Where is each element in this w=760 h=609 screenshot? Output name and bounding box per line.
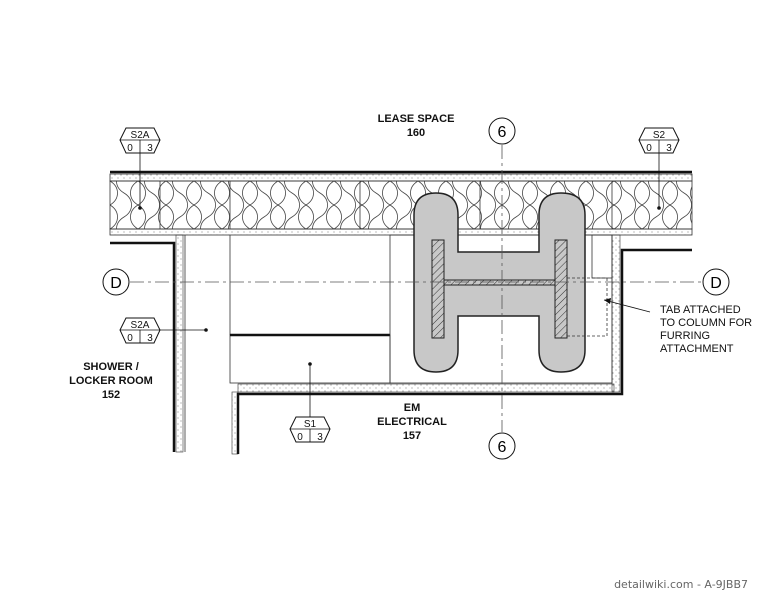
svg-text:S2: S2 [653, 130, 666, 141]
wall-electrical-heavy [236, 248, 692, 454]
wall-tag-s2a-top: S2A 0 3 [119, 127, 161, 210]
svg-text:TAB ATTACHED: TAB ATTACHED [660, 304, 741, 316]
gypsum-board-top [109, 173, 693, 182]
svg-text:6: 6 [498, 124, 507, 141]
svg-text:D: D [710, 275, 722, 292]
svg-text:3: 3 [147, 143, 153, 154]
svg-text:160: 160 [407, 127, 425, 139]
column-furring-right [591, 234, 613, 279]
svg-text:ELECTRICAL: ELECTRICAL [377, 416, 447, 428]
svg-text:EM: EM [404, 402, 421, 414]
svg-text:6: 6 [498, 439, 507, 456]
svg-text:SHOWER /: SHOWER / [83, 361, 139, 373]
svg-text:3: 3 [666, 143, 672, 154]
svg-text:3: 3 [147, 333, 153, 344]
watermark: detailwiki.com - A-9JBB7 [614, 578, 748, 591]
svg-text:152: 152 [102, 389, 120, 401]
tab-note-leader [603, 298, 651, 313]
grid-bubble-top: 6 [488, 117, 516, 145]
svg-text:ATTACHMENT: ATTACHMENT [660, 343, 734, 355]
svg-text:157: 157 [403, 430, 421, 442]
grid-bubble-bottom: 6 [488, 432, 516, 460]
grid-bubble-right: D [702, 268, 730, 296]
svg-text:S2A: S2A [131, 320, 150, 331]
column-enclosure [389, 234, 613, 384]
svg-text:TO COLUMN FOR: TO COLUMN FOR [660, 317, 752, 329]
room-label-electrical: EM ELECTRICAL 157 [377, 402, 447, 442]
svg-text:3: 3 [317, 432, 323, 443]
svg-text:S2A: S2A [131, 130, 150, 141]
svg-text:LOCKER ROOM: LOCKER ROOM [69, 375, 153, 387]
wall-electrical-board [237, 383, 615, 393]
svg-text:S1: S1 [304, 419, 317, 430]
wall-tag-s1: S1 0 3 [289, 362, 331, 443]
tab-note-text: TAB ATTACHED TO COLUMN FOR FURRING ATTAC… [660, 304, 752, 355]
room-label-lease-space: LEASE SPACE 160 [378, 113, 455, 139]
grid-bubble-left: D [102, 268, 130, 296]
gypsum-board-bottom [109, 228, 693, 236]
stud-lines [159, 181, 613, 229]
svg-text:0: 0 [297, 432, 303, 443]
room-label-shower: SHOWER / LOCKER ROOM 152 [69, 361, 153, 401]
wall-shower-board [175, 234, 184, 453]
svg-text:D: D [110, 275, 122, 292]
tab-attachment [566, 277, 608, 337]
wall-tag-s2-top: S2 0 3 [638, 127, 680, 210]
svg-text:LEASE SPACE: LEASE SPACE [378, 113, 455, 125]
svg-text:0: 0 [646, 143, 652, 154]
svg-text:0: 0 [127, 333, 133, 344]
wall-shower-heavy [110, 241, 176, 452]
wall-electrical-side-board [611, 234, 621, 393]
svg-text:FURRING: FURRING [660, 330, 710, 342]
wall-tag-s2a-mid: S2A 0 3 [119, 317, 208, 344]
steel-column [431, 239, 568, 339]
svg-text:0: 0 [127, 143, 133, 154]
batt-insulation [109, 180, 693, 230]
